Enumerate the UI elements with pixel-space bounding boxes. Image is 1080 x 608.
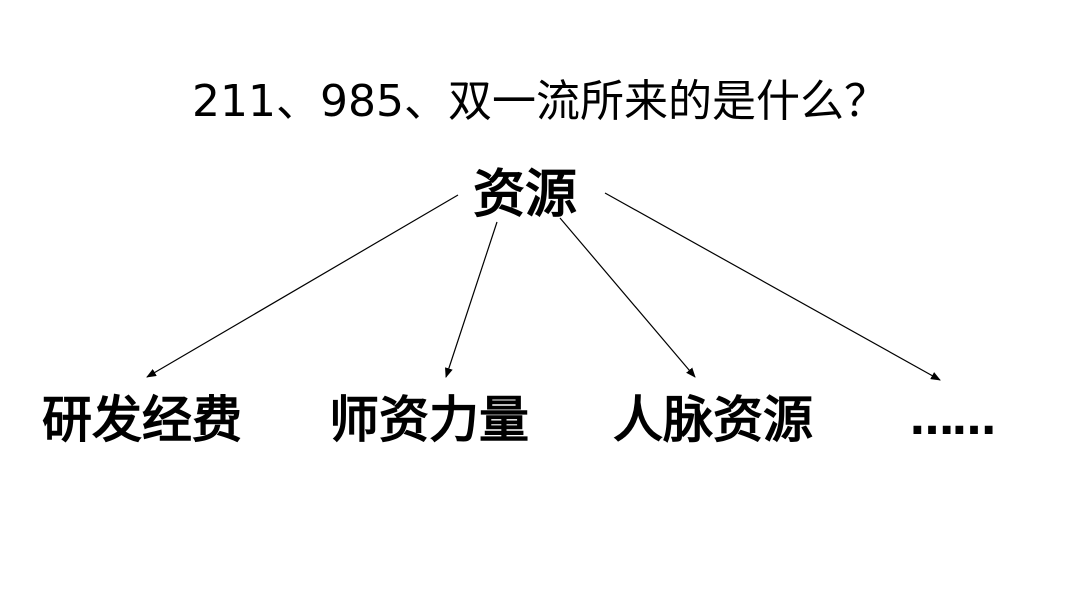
- arrow-to-more: [604, 192, 941, 381]
- child-node-network-resources: 人脉资源: [613, 391, 813, 449]
- root-node-resources: 资源: [472, 165, 577, 225]
- child-node-research-funding: 研发经费: [42, 391, 242, 449]
- child-node-faculty-strength: 师资力量: [329, 391, 529, 449]
- arrow-to-research-funding: [146, 194, 459, 378]
- page-title: 211、985、双一流所来的是什么？: [192, 76, 888, 127]
- arrow-to-faculty-strength: [445, 221, 498, 378]
- child-node-ellipsis: ……: [910, 394, 996, 445]
- arrow-to-network-resources: [559, 217, 696, 378]
